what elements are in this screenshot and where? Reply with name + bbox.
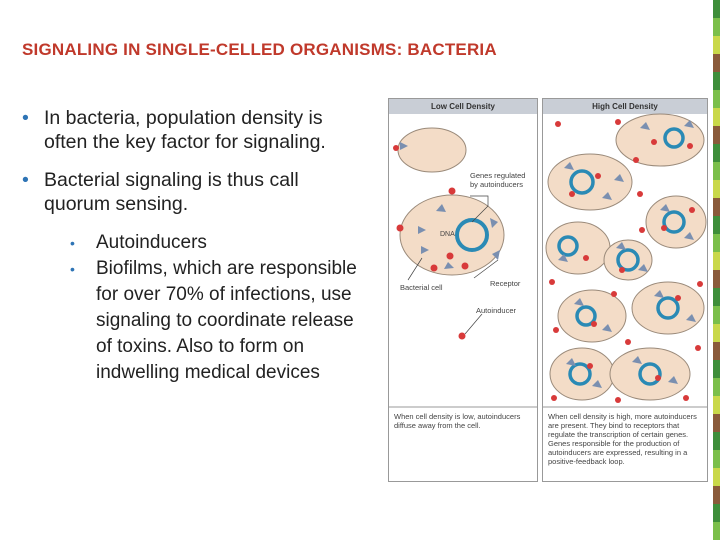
receptor-icon bbox=[400, 142, 408, 150]
bullet-marker: • bbox=[70, 261, 75, 277]
receptor-icon bbox=[421, 246, 429, 254]
decorative-stripe bbox=[713, 0, 720, 540]
bacterial-cell-label: Bacterial cell bbox=[400, 283, 443, 292]
dna-ring bbox=[568, 362, 592, 386]
figure-drawing bbox=[389, 113, 707, 408]
bacterial-cell bbox=[547, 153, 633, 211]
autoinducer-dot bbox=[446, 252, 454, 260]
autoinducer-dot bbox=[430, 264, 438, 272]
dna-ring bbox=[638, 362, 662, 386]
bacterial-cell bbox=[631, 281, 705, 335]
dna-ring bbox=[616, 248, 640, 272]
receptor-icon bbox=[444, 262, 454, 269]
autoinducer-label: Autoinducer bbox=[476, 306, 517, 315]
bacterial-cell bbox=[609, 347, 691, 401]
bullet-marker: • bbox=[22, 169, 29, 191]
autoinducer-dot bbox=[396, 224, 404, 232]
autoinducer-dot bbox=[461, 262, 469, 270]
autoinducer-dot bbox=[458, 332, 466, 340]
receptor-group bbox=[558, 120, 696, 388]
receptor-icon bbox=[490, 218, 498, 228]
bullet-text: Bacterial signaling is thus call quorum … bbox=[44, 169, 299, 215]
bacterial-cell bbox=[615, 113, 705, 167]
bacterial-cell bbox=[549, 347, 615, 401]
dna-label: DNA bbox=[440, 231, 455, 238]
sub-bullet-item: • Biofilms, which are responsible for ov… bbox=[70, 256, 367, 386]
receptor-label: Receptor bbox=[490, 279, 521, 288]
bullet-item: • In bacteria, population density is oft… bbox=[22, 106, 367, 154]
dna-ring bbox=[455, 218, 489, 252]
slide-title: SIGNALING IN SINGLE-CELLED ORGANISMS: BA… bbox=[22, 40, 497, 59]
bullet-text: In bacteria, population density is often… bbox=[44, 107, 326, 153]
dna-ring bbox=[662, 210, 686, 234]
bullet-item: • Bacterial signaling is thus call quoru… bbox=[22, 168, 367, 216]
bacterial-cell-large bbox=[399, 194, 505, 276]
bacterial-cell bbox=[603, 239, 653, 281]
quorum-sensing-figure: Low Cell Density High Cell Density bbox=[388, 98, 708, 482]
bacterial-cell bbox=[557, 289, 627, 343]
sub-bullet-item: • Autoinducers bbox=[70, 230, 367, 256]
dna-ring bbox=[663, 127, 685, 149]
bullet-marker: • bbox=[22, 107, 29, 129]
dna-ring bbox=[656, 296, 680, 320]
dna-ring bbox=[575, 305, 597, 327]
autoinducer-dot bbox=[393, 145, 399, 151]
high-density-caption: When cell density is high, more autoindu… bbox=[548, 412, 697, 466]
low-density-caption: When cell density is low, autoinducers d… bbox=[394, 412, 521, 430]
bacterial-cell bbox=[645, 195, 707, 249]
genes-label: Genes regulated by autoinducers bbox=[470, 171, 526, 189]
sub-bullet-text: Biofilms, which are responsible for over… bbox=[96, 258, 357, 383]
receptor-icon bbox=[492, 250, 500, 260]
bullet-list: • In bacteria, population density is oft… bbox=[22, 106, 367, 386]
bacterial-cell-small bbox=[397, 127, 467, 173]
bullet-marker: • bbox=[70, 235, 75, 251]
autoinducer-dot bbox=[448, 187, 456, 195]
autoinducer-group bbox=[549, 119, 703, 403]
dna-ring bbox=[557, 235, 579, 257]
dna-ring bbox=[569, 169, 595, 195]
sub-bullet-text: Autoinducers bbox=[96, 232, 207, 253]
receptor-icon bbox=[418, 226, 426, 234]
receptor-icon bbox=[436, 204, 446, 212]
